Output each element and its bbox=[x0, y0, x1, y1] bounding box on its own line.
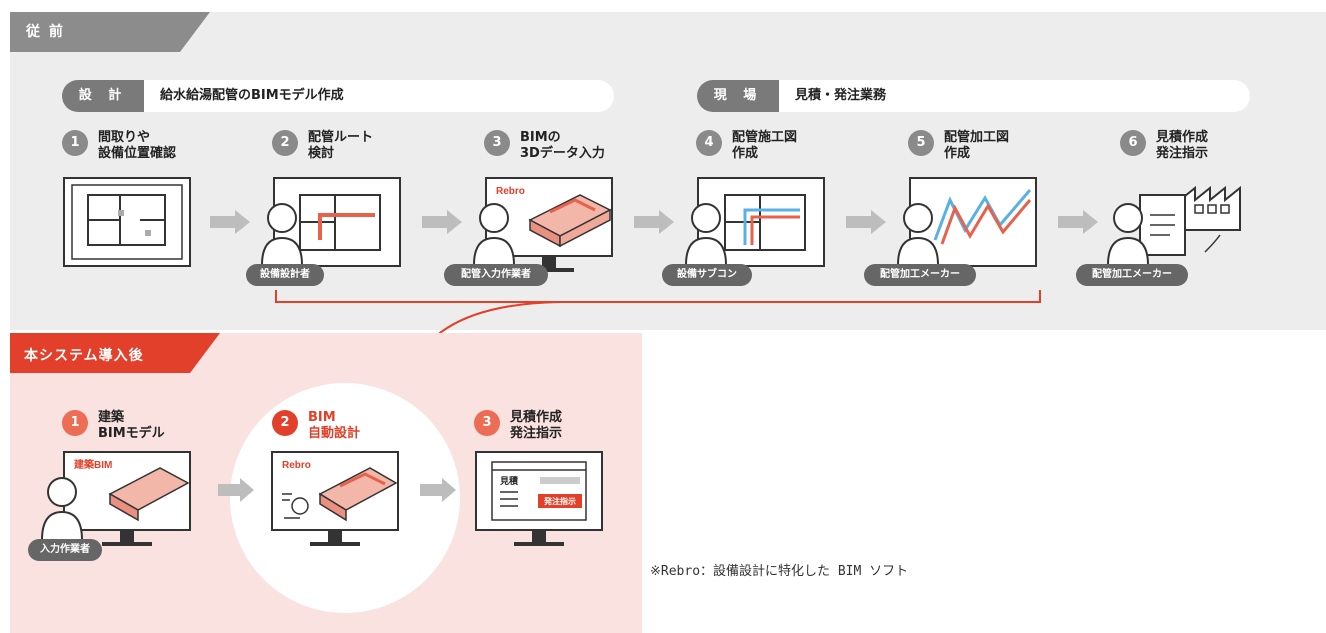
before-step-2: 2 配管ルート 検討 bbox=[272, 130, 373, 162]
construction-drawing-icon bbox=[685, 177, 825, 267]
design-phase-bar: 設 計 給水給湯配管のBIMモデル作成 bbox=[62, 80, 614, 112]
step-number: 2 bbox=[272, 130, 298, 156]
before-illustrations: Rebro bbox=[63, 177, 1241, 272]
after-tab bbox=[10, 333, 220, 373]
screen-brand: 建築BIM bbox=[73, 458, 112, 471]
step-number: 3 bbox=[484, 130, 510, 156]
step-number: 1 bbox=[62, 410, 88, 436]
factory-order-icon bbox=[1107, 185, 1241, 266]
step-number: 6 bbox=[1120, 130, 1146, 156]
before-step-3: 3 BIMの 3Dデータ入力 bbox=[484, 130, 605, 162]
role-badge: 配管入力作業者 bbox=[444, 264, 548, 286]
fabrication-drawing-icon bbox=[897, 177, 1037, 267]
step-label: BIMの 3Dデータ入力 bbox=[520, 130, 605, 161]
role-badge: 設備サブコン bbox=[662, 264, 752, 286]
role-badge: 設備設計者 bbox=[246, 264, 324, 286]
site-phase-text: 見積・発注業務 bbox=[795, 88, 887, 103]
design-phase-text: 給水給湯配管のBIMモデル作成 bbox=[160, 88, 344, 103]
role-badge: 配管加工メーカー bbox=[864, 264, 976, 286]
form-button: 発注指示 bbox=[543, 496, 576, 506]
step-label: BIM 自動設計 bbox=[308, 410, 361, 441]
after-tab-label: 本システム導入後 bbox=[24, 348, 144, 364]
step-label: 配管ルート 検討 bbox=[308, 130, 374, 161]
design-phase-head: 設 計 bbox=[62, 80, 144, 112]
step-label: 建築 BIMモデル bbox=[98, 410, 165, 441]
step-number: 3 bbox=[474, 410, 500, 436]
bim-input-icon: Rebro bbox=[473, 177, 613, 272]
step-number: 4 bbox=[696, 130, 722, 156]
step-number: 5 bbox=[908, 130, 934, 156]
auto-design-icon: Rebro bbox=[271, 451, 399, 546]
site-phase-head: 現 場 bbox=[697, 80, 779, 112]
step-label: 配管施工図 作成 bbox=[732, 130, 798, 161]
flow-arrows bbox=[218, 478, 456, 502]
step-label: 間取りや 設備位置確認 bbox=[98, 130, 177, 161]
step-number: 1 bbox=[62, 130, 88, 156]
before-step-6: 6 見積作成 発注指示 bbox=[1120, 130, 1208, 162]
flow-arrows bbox=[210, 210, 1098, 234]
floor-plan-icon bbox=[63, 177, 191, 267]
after-step-2: 2 BIM 自動設計 bbox=[272, 410, 360, 442]
before-step-1: 1 間取りや 設備位置確認 bbox=[62, 130, 176, 162]
before-step-4: 4 配管施工図 作成 bbox=[696, 130, 797, 162]
step-label: 見積作成 発注指示 bbox=[1156, 130, 1209, 161]
role-badge: 配管加工メーカー bbox=[1076, 264, 1188, 286]
after-step-1: 1 建築 BIMモデル bbox=[62, 410, 165, 442]
before-tab-label: 従 前 bbox=[26, 24, 65, 40]
screen-brand: Rebro bbox=[282, 460, 311, 471]
form-label: 見積 bbox=[499, 475, 519, 486]
role-badge: 入力作業者 bbox=[28, 539, 102, 561]
after-illustrations: 建築BIM Rebro 見積 発注指示 bbox=[41, 451, 603, 546]
architecture-bim-icon: 建築BIM bbox=[41, 451, 191, 546]
step-label: 配管加工図 作成 bbox=[944, 130, 1010, 161]
step-label: 見積作成 発注指示 bbox=[510, 410, 563, 441]
after-step-3: 3 見積作成 発注指示 bbox=[474, 410, 562, 442]
estimate-order-icon: 見積 発注指示 bbox=[475, 451, 603, 546]
site-phase-bar: 現 場 見積・発注業務 bbox=[697, 80, 1250, 112]
screen-brand: Rebro bbox=[496, 186, 525, 197]
before-step-5: 5 配管加工図 作成 bbox=[908, 130, 1009, 162]
pipe-route-icon bbox=[261, 177, 401, 267]
step-number: 2 bbox=[272, 410, 298, 436]
footnote: ※Rebro：設備設計に特化した BIM ソフト bbox=[650, 564, 909, 579]
before-tab bbox=[10, 12, 210, 52]
